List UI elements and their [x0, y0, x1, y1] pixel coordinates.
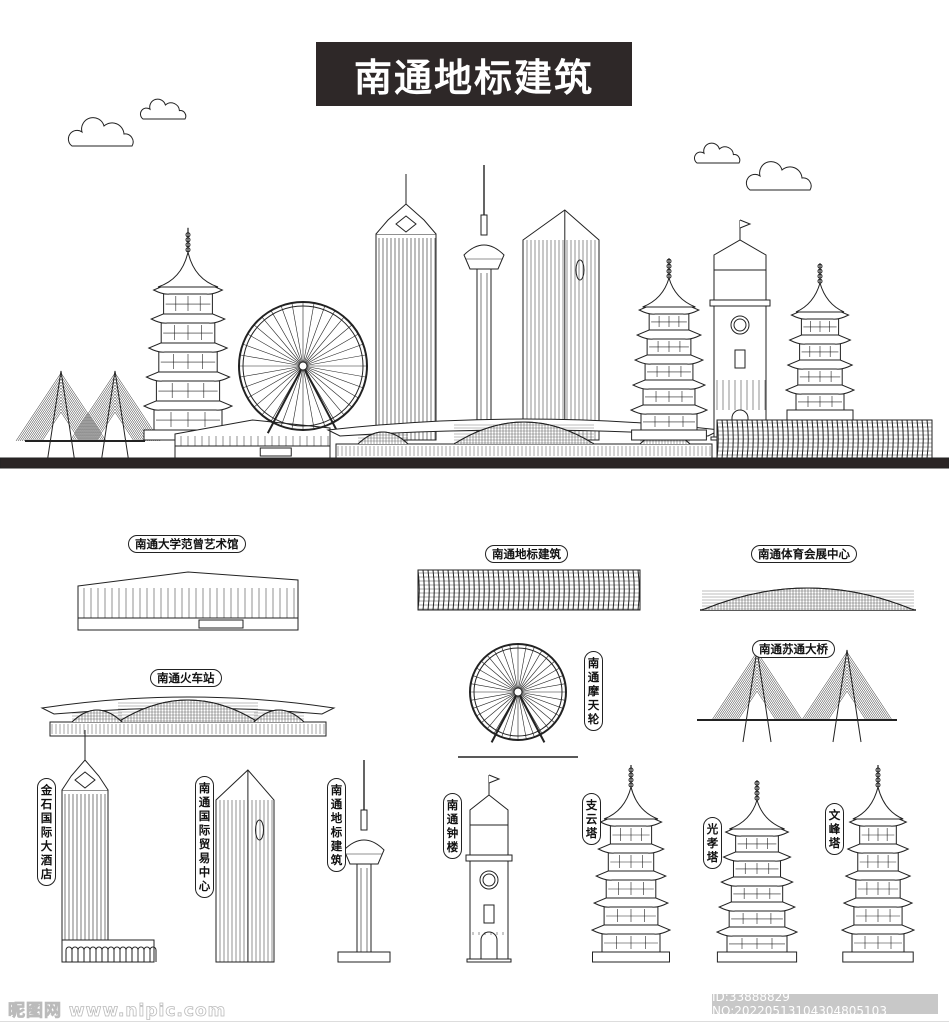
label-trade-center: 南通国际贸易中心: [195, 776, 214, 898]
ferris-wheel: [469, 643, 567, 743]
guangxiao-pagoda: [715, 780, 799, 963]
sutong-bridge: [697, 649, 897, 743]
jinshi-hotel: [61, 730, 109, 941]
skyline-wenfeng-pagoda: [142, 227, 234, 441]
label-tv-tower: 南通地标建筑: [327, 778, 346, 872]
cloud: [693, 142, 741, 164]
skyline-tv-tower: [463, 165, 505, 441]
label-sutong-bridge: 南通苏通大桥: [752, 640, 835, 658]
label-railway-station: 南通火车站: [150, 669, 222, 687]
tv-tower-base: [337, 951, 391, 963]
zhiyun-pagoda: [590, 765, 672, 963]
skyline-bridge: [15, 370, 161, 464]
jinshi-hotel-podium: [61, 939, 157, 963]
watermark-id: ID:33888829 NO:20220513104304805103: [712, 990, 938, 1018]
skyline-jinshi-hotel: [375, 174, 437, 441]
label-guangxiao-pagoda: 光孝塔: [703, 817, 722, 869]
station-left-dome: [357, 431, 409, 445]
label-expo-center: 南通体育会展中心: [751, 545, 857, 563]
page-title: 南通地标建筑: [316, 42, 632, 106]
skyline-trade-center: [522, 209, 600, 441]
tv-tower: [343, 760, 385, 963]
art-museum: [77, 571, 299, 631]
skyline-guangxiao-pagoda: [784, 263, 856, 421]
label-landmark: 南通地标建筑: [485, 545, 568, 563]
wenfeng-pagoda: [840, 765, 916, 963]
landmark-lattice-building: [417, 569, 641, 611]
label-jinshi-hotel: 金石国际大酒店: [37, 778, 56, 886]
station-main-dome: [117, 699, 259, 723]
cloud: [745, 161, 812, 191]
label-wenfeng-pagoda: 文峰塔: [825, 803, 844, 855]
station-main-dome: [453, 421, 595, 445]
skyline-expo-building: [716, 419, 933, 459]
label-ferris-wheel: 南通摩天轮: [584, 651, 603, 731]
trade-center: [215, 769, 275, 963]
watermark-site: 昵图网 www.nipic.com: [8, 1001, 227, 1022]
ground-line: [0, 457, 949, 469]
label-zhiyun-pagoda: 支云塔: [582, 793, 601, 845]
cloud: [67, 117, 134, 147]
station-right-dome: [253, 709, 305, 723]
cloud: [139, 98, 187, 120]
bottom-border: [0, 1021, 949, 1022]
skyline-zhiyun-pagoda: [629, 258, 709, 441]
skyline-ferris-wheel: [238, 301, 368, 434]
label-clock-tower: 南通钟楼: [443, 793, 462, 859]
clock-tower: [465, 774, 513, 963]
station-left-dome: [71, 709, 123, 723]
expo-dome: [701, 587, 915, 611]
skyline-clock-tower: [709, 219, 771, 441]
label-art-museum: 南通大学范曾艺术馆: [128, 535, 246, 553]
